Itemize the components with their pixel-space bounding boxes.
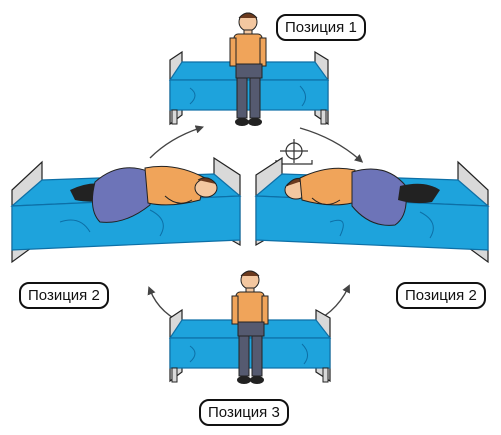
position-1-label: Позиция 1: [276, 14, 366, 41]
patient-seated-bottom: [231, 270, 269, 384]
patient-seated-top: [229, 12, 267, 126]
rotation-center-icon: [275, 139, 313, 165]
rotation-arrow-icon: [149, 125, 204, 159]
position-3-label: Позиция 3: [199, 399, 289, 426]
patient-lying-right: [284, 167, 440, 226]
position-2-left-label: Позиция 2: [19, 282, 109, 309]
rotation-arrow-icon: [299, 127, 364, 163]
patient-lying-left: [70, 165, 218, 223]
position-2-right-label: Позиция 2: [396, 282, 486, 309]
